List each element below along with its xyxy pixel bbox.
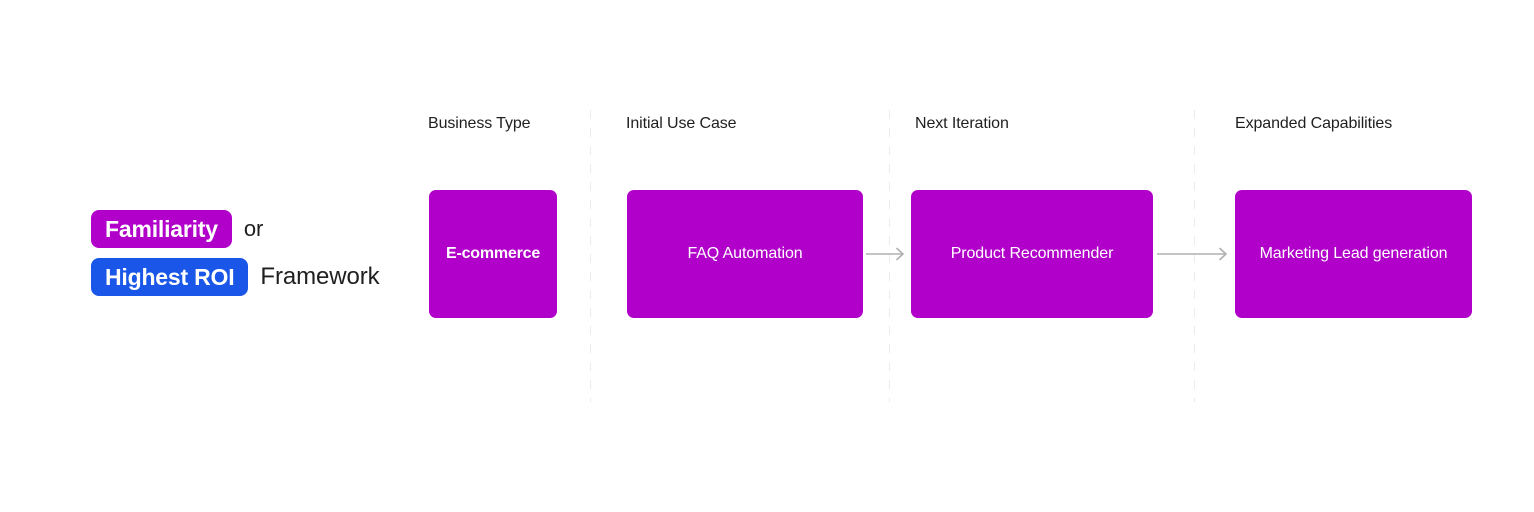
card-business-type[interactable]: E-commerce [429,190,557,318]
title-suffix: Framework [260,263,380,290]
column-divider-2 [889,110,890,402]
card-label-faq-automation: FAQ Automation [687,245,803,262]
title-conjunction: or [243,216,264,241]
column-divider-3 [1194,110,1195,402]
badge-familiarity: Familiarity [91,210,232,248]
card-next-iteration[interactable]: Product Recommender [911,190,1153,318]
arrow-right-icon-2 [1157,245,1233,263]
card-label-product-recommender: Product Recommender [950,245,1114,262]
card-label-e-commerce: E-commerce [445,245,541,262]
column-header-business-type: Business Type [428,115,531,132]
card-expanded-capabilities[interactable]: Marketing Lead generation [1235,190,1472,318]
badge-highest-roi: Highest ROI [91,258,249,296]
column-header-initial-use-case: Initial Use Case [626,115,737,132]
framework-title: Familiarity or Highest ROI Framework [91,206,411,300]
column-header-next-iteration: Next Iteration [915,115,1009,132]
title-row-highest-roi: Highest ROI Framework [91,254,411,300]
column-header-expanded-capabilities: Expanded Capabilities [1235,115,1393,132]
column-divider-1 [590,110,591,402]
title-row-familiarity: Familiarity or [91,206,411,252]
card-initial-use-case[interactable]: FAQ Automation [627,190,863,318]
card-label-marketing-lead-generation: Marketing Lead generation [1259,245,1448,262]
arrow-right-icon-1 [866,245,910,263]
